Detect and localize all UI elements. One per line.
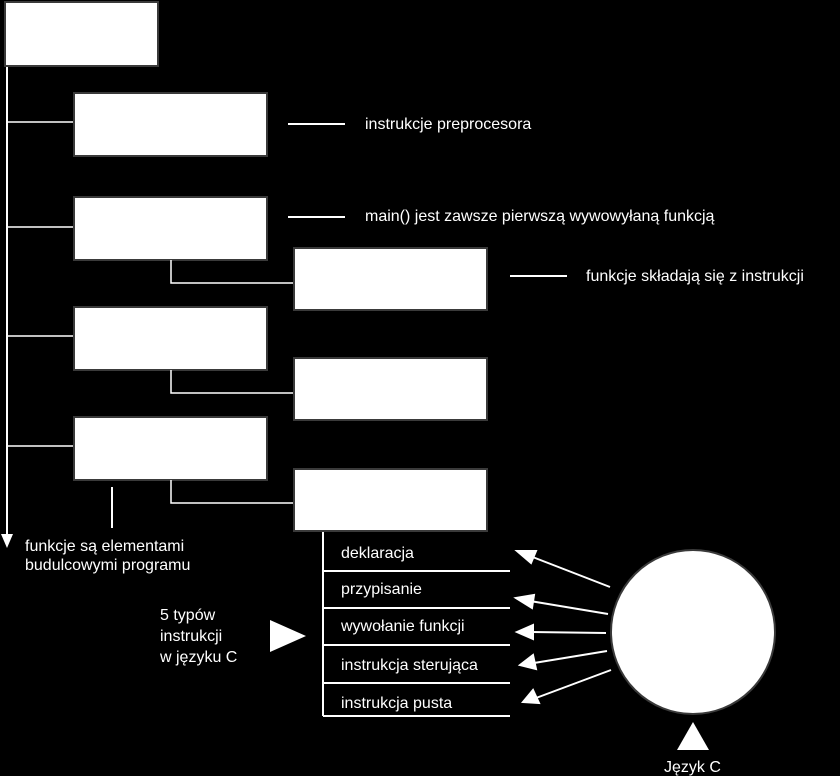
language-circle	[610, 549, 776, 715]
function-box-2	[73, 306, 268, 371]
instruction-box-2	[293, 357, 488, 421]
circle-arrows	[513, 550, 612, 705]
arrow-head-control-icon	[517, 653, 538, 671]
arrow-head-assignment-icon	[513, 593, 536, 610]
heading-pointer-icon	[270, 620, 306, 652]
note-building-blocks-line1: funkcje są elementami	[25, 538, 184, 555]
arrow-line-empty	[535, 669, 612, 699]
language-pointer-icon	[677, 722, 709, 750]
arrow-line-declaration	[529, 555, 611, 588]
instruction-types-heading-line2: instrukcji	[160, 628, 222, 645]
note-building-blocks-line2: budulcowymi programu	[25, 557, 190, 574]
note-main-first: main() jest zawsze pierwszą wywowyłaną f…	[365, 208, 715, 225]
instruction-types-heading-line1: 5 typów	[160, 607, 216, 624]
instruction-type-function-call: wywołanie funkcji	[340, 618, 465, 635]
trunk-arrowhead-icon	[1, 534, 13, 548]
instruction-type-empty: instrukcja pusta	[341, 695, 452, 712]
instruction-box-3	[293, 468, 488, 532]
instruction-box-1	[293, 247, 488, 311]
connector-instruction-2	[170, 370, 296, 394]
instruction-type-control: instrukcja sterująca	[341, 657, 478, 674]
connector-instruction-1	[170, 260, 296, 284]
note-preprocessor: instrukcje preprocesora	[365, 116, 531, 133]
arrow-line-control	[533, 650, 608, 664]
arrow-line-assignment	[529, 600, 609, 615]
arrow-line-function-call	[530, 631, 607, 634]
preprocessor-box	[73, 92, 268, 157]
arrow-head-function-call-icon	[514, 623, 534, 641]
language-label: Język C	[664, 759, 721, 776]
arrow-head-empty-icon	[520, 688, 541, 705]
program-box	[4, 1, 159, 67]
connector-instruction-3	[170, 480, 296, 504]
arrow-head-declaration-icon	[514, 550, 538, 565]
instruction-types-heading-line3: w języku C	[159, 649, 237, 666]
function-box-1	[73, 196, 268, 261]
note-functions-consist: funkcje składają się z instrukcji	[586, 268, 804, 285]
instruction-type-assignment: przypisanie	[341, 581, 422, 598]
function-box-3	[73, 416, 268, 481]
instruction-type-declaration: deklaracja	[341, 545, 414, 562]
